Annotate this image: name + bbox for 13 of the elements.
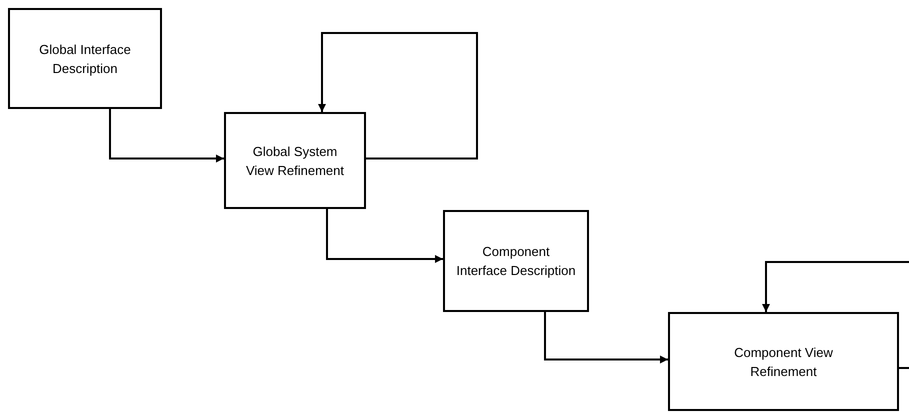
box-label: Component View Refinement [733, 344, 834, 380]
arrow [109, 109, 224, 163]
box-label: Global Interface Description [38, 40, 132, 78]
arrow [544, 312, 668, 364]
process-box [668, 312, 899, 411]
arrow [318, 32, 478, 160]
process-box [8, 8, 162, 109]
arrow [326, 209, 443, 263]
arrow [762, 261, 909, 312]
box-label: Component Interface Description [456, 243, 576, 280]
box-label: Global System View Refinement [244, 142, 346, 180]
process-box [443, 210, 589, 312]
process-box [224, 112, 366, 209]
